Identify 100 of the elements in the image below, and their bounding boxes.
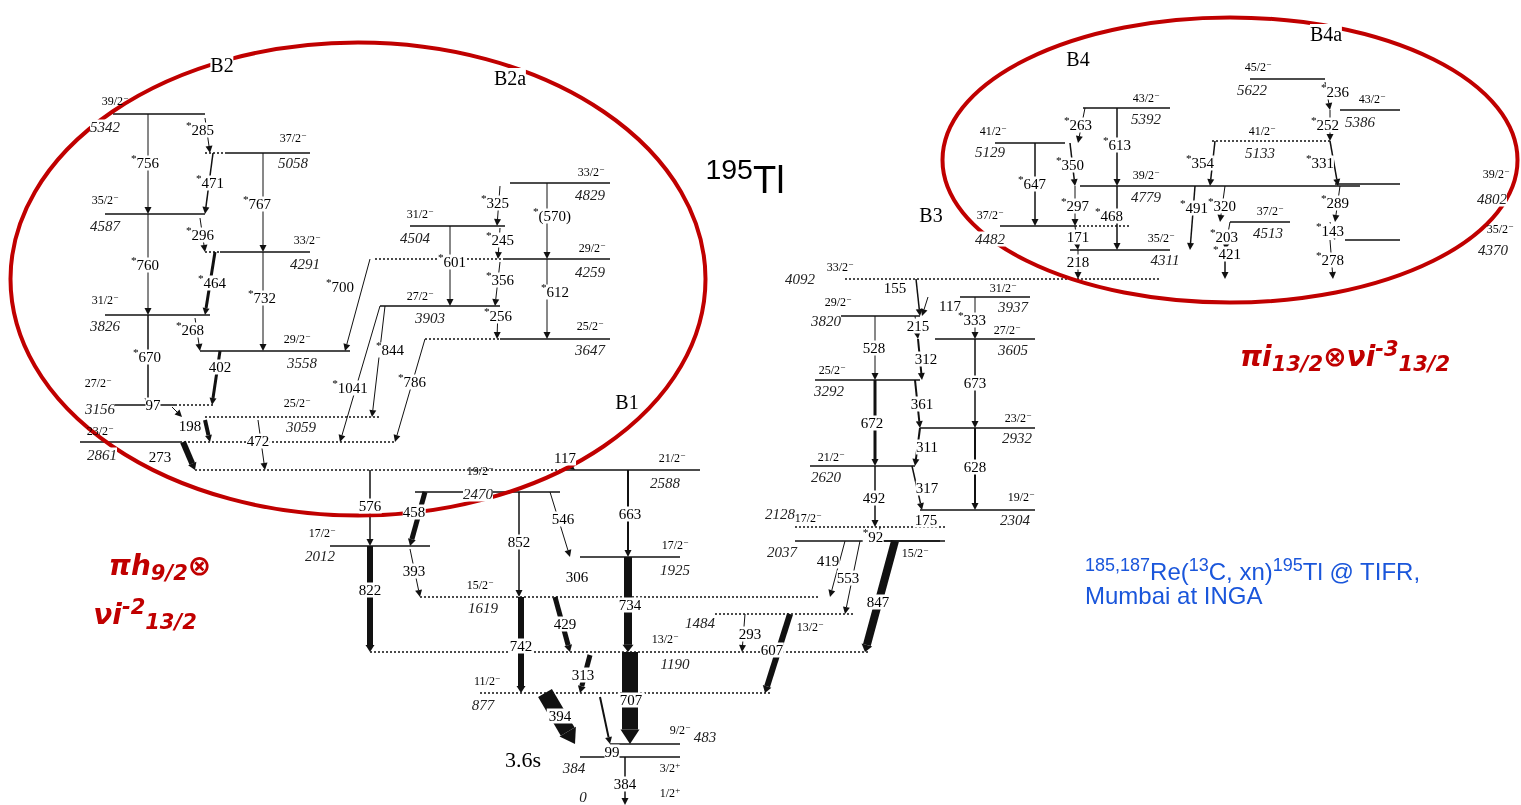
level-energy: 2304: [1000, 512, 1030, 528]
transition-energy: 198: [178, 418, 202, 434]
transition-energy: $^{*}$245: [485, 232, 515, 248]
transition-energy: $^{*}$203: [1209, 229, 1239, 245]
transition-energy: 607: [760, 642, 784, 658]
spin-parity: 23/2$^{−}$: [1004, 412, 1032, 424]
level-energy: 4802: [1477, 191, 1507, 207]
transition-energy: 847: [866, 594, 890, 610]
transition-energy: 458: [402, 504, 426, 520]
transition-energy: 472: [246, 433, 270, 449]
level-energy: 2128: [765, 506, 795, 522]
transition-energy: $^{*}$325: [480, 195, 510, 211]
transition-energy: 171: [1066, 229, 1090, 245]
transition-energy: $^{*}$468: [1094, 208, 1124, 224]
transition-energy: $^{*}$1041: [332, 380, 368, 396]
transition-energy: 175: [914, 512, 938, 528]
level-energy: 4092: [785, 271, 815, 287]
spin-parity: 15/2$^{−}$: [901, 547, 929, 559]
band-label: B1: [615, 392, 639, 412]
level-energy: 4504: [400, 230, 430, 246]
level-energy: 4587: [90, 218, 120, 234]
transition-energy: $^{*}$92: [862, 529, 884, 545]
transition-energy: 317: [915, 480, 939, 496]
transition-energy: $^{*}$421: [1212, 246, 1242, 262]
transition-energy: $^{*}$612: [540, 284, 570, 300]
transition-energy: 546: [551, 511, 575, 527]
transition-energy: 394: [546, 708, 574, 724]
spin-parity: 13/2$^{−}$: [796, 621, 824, 633]
level-energy: 5622: [1237, 82, 1267, 98]
transition-energy: 312: [914, 351, 938, 367]
transition-energy: $^{*}$350: [1055, 157, 1085, 173]
level-energy: 3156: [85, 401, 115, 417]
transition-energy: 672: [860, 415, 884, 431]
spin-parity: 33/2$^{−}$: [293, 234, 321, 246]
level-energy: 2012: [305, 548, 335, 564]
spin-parity: 3/2$^{+}$: [659, 762, 681, 774]
transition-energy: $^{*}$331: [1305, 155, 1335, 171]
transition-energy: $^{*}$356: [485, 272, 515, 288]
transition-energy: 429: [553, 616, 577, 632]
spin-parity: 15/2$^{−}$: [466, 579, 494, 591]
transition-energy: 273: [148, 449, 172, 465]
transition-energy: 707: [617, 692, 645, 708]
level-energy: 3059: [286, 419, 316, 435]
spin-parity: 9/2$^{−}$: [669, 724, 691, 736]
spin-parity: 27/2$^{−}$: [84, 377, 112, 389]
transition-energy: 313: [571, 667, 595, 683]
level-energy: 3558: [287, 355, 317, 371]
level-energy: 2588: [650, 475, 680, 491]
transition-energy: $^{*}$289: [1320, 195, 1350, 211]
spin-parity: 33/2$^{−}$: [577, 166, 605, 178]
level-energy: 3820: [811, 313, 841, 329]
level-energy: 4513: [1253, 225, 1283, 241]
nucleus-label: $^{195}$Tl: [705, 161, 785, 199]
level-energy: 483: [693, 729, 717, 745]
level-energy: 5392: [1131, 111, 1161, 127]
transition-energy: $^{*}$(570): [532, 208, 572, 224]
transition-energy: 215: [906, 318, 930, 334]
transition-energy: $^{*}$464: [197, 275, 227, 291]
transition-energy: 361: [910, 396, 934, 412]
spin-parity: 35/2$^{−}$: [91, 194, 119, 206]
spin-parity: 29/2$^{−}$: [283, 333, 311, 345]
spin-parity: 31/2$^{−}$: [91, 294, 119, 306]
transition-energy: $^{*}$767: [242, 196, 272, 212]
spin-parity: 21/2$^{−}$: [658, 452, 686, 464]
band-label: B2a: [493, 68, 527, 88]
spin-parity: 19/2$^{−}$: [1007, 491, 1035, 503]
transition-energy: $^{*}$296: [185, 227, 215, 243]
level-energy: 4370: [1478, 242, 1508, 258]
transition-energy: 852: [507, 534, 531, 550]
spin-parity: 27/2$^{−}$: [406, 290, 434, 302]
transition-energy: $^{*}$670: [132, 349, 162, 365]
transition-energy: $^{*}$354: [1185, 155, 1215, 171]
level-energy: 4259: [575, 264, 605, 280]
transition-energy: 419: [816, 553, 840, 569]
spin-parity: 37/2$^{−}$: [279, 132, 307, 144]
level-energy: 1484: [685, 615, 715, 631]
transition-energy: 99: [604, 744, 620, 760]
spin-parity: 37/2$^{−}$: [976, 209, 1004, 221]
transition-energy: 628: [963, 459, 987, 475]
spin-parity: 37/2$^{−}$: [1256, 205, 1284, 217]
transition-energy: $^{*}$252: [1310, 117, 1340, 133]
transition-energy: 528: [862, 340, 886, 356]
spin-parity: 31/2$^{−}$: [406, 208, 434, 220]
spin-parity: 17/2$^{−}$: [661, 539, 689, 551]
transition-energy: $^{*}$471: [195, 175, 225, 191]
spin-parity: 41/2$^{−}$: [979, 125, 1007, 137]
spin-parity: 21/2$^{−}$: [817, 451, 845, 463]
level-energy: 5129: [975, 144, 1005, 160]
transition-energy: $^{*}$844: [375, 342, 405, 358]
half-life: 3.6s: [504, 749, 542, 771]
level-energy: 3605: [998, 342, 1028, 358]
spin-parity: 29/2$^{−}$: [578, 242, 606, 254]
level-energy: 4829: [575, 187, 605, 203]
transition-energy: 384: [613, 776, 637, 792]
transition-energy: $^{*}$786: [397, 374, 427, 390]
level-energy: 3937: [998, 299, 1028, 315]
spin-parity: 25/2$^{−}$: [283, 397, 311, 409]
level-energy: 1190: [660, 656, 690, 672]
transition-energy: 734: [616, 597, 644, 613]
transition-energy: $^{*}$236: [1320, 84, 1350, 100]
